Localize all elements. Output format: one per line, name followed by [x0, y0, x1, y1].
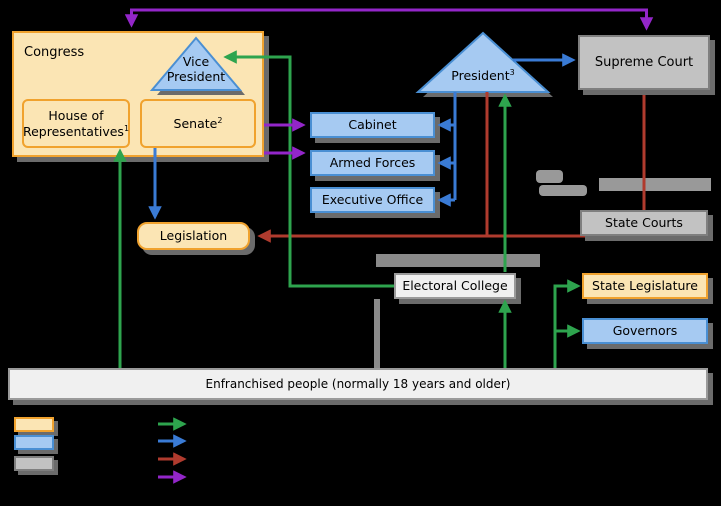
congress-label: Congress — [24, 45, 85, 60]
gray-flow-bar — [376, 254, 540, 267]
president-label: President3 — [451, 67, 515, 83]
electoral-college-label: Electoral College — [402, 278, 508, 294]
illegible-gray-bar — [599, 178, 711, 191]
executive-office-label: Executive Office — [321, 192, 424, 208]
president-triangle — [415, 31, 551, 93]
state-courts-label: State Courts — [605, 215, 683, 231]
illegible-gray-text-block — [536, 170, 563, 183]
cabinet-box: Cabinet — [310, 112, 435, 138]
green-arrow-people-to-state-legislature — [553, 279, 581, 368]
governors-label: Governors — [612, 323, 678, 339]
legend-swatch-legislature — [14, 417, 54, 432]
vice-president-label: Vice President — [166, 54, 226, 84]
executive-office-box: Executive Office — [310, 187, 435, 213]
purple-arrow-to-supreme-court — [390, 8, 654, 31]
state-legislature-box: State Legislature — [582, 273, 708, 299]
senate-box: Senate2 — [140, 99, 256, 148]
legislation-label: Legislation — [159, 228, 228, 244]
armed-forces-box: Armed Forces — [310, 150, 435, 176]
illegible-gray-text-block — [539, 185, 587, 196]
house-of-representatives-box: House of Representatives1 — [22, 99, 130, 148]
supreme-court-box: Supreme Court — [578, 35, 710, 90]
enfranchised-people-bar: Enfranchised people (normally 18 years a… — [8, 368, 708, 400]
cabinet-label: Cabinet — [348, 117, 397, 133]
electoral-college-box: Electoral College — [394, 273, 516, 299]
house-label: House of Representatives1 — [22, 107, 130, 139]
state-legislature-label: State Legislature — [592, 278, 698, 294]
legend-swatch-executive — [14, 435, 54, 450]
supreme-court-label: Supreme Court — [594, 55, 694, 70]
legislation-box: Legislation — [137, 222, 250, 250]
governors-box: Governors — [582, 318, 708, 344]
people-label: Enfranchised people (normally 18 years a… — [205, 377, 511, 391]
state-courts-box: State Courts — [580, 210, 708, 236]
legend-swatch-judiciary — [14, 456, 54, 471]
armed-forces-label: Armed Forces — [329, 155, 416, 171]
purple-arrow-to-congress — [124, 8, 392, 28]
senate-label: Senate2 — [173, 115, 223, 131]
